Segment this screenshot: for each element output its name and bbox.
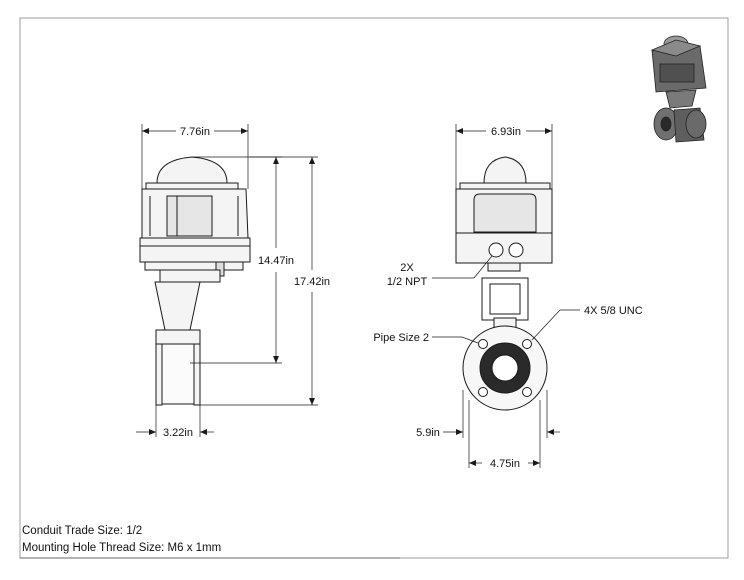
conduit-port-1 [488, 242, 504, 258]
bolt-hole-3 [478, 387, 488, 397]
drawing-border [19, 17, 729, 559]
note-conduit: Conduit Trade Size: 1/2 [22, 525, 143, 537]
dim-left-bottom-width: 3.22in [163, 427, 193, 439]
indicator-dome [156, 156, 228, 184]
valve-neck [155, 329, 201, 345]
actuator-base [139, 237, 251, 263]
callout-conduit-spec: 1/2 NPT [387, 276, 428, 288]
bolt-hole-2 [522, 339, 532, 349]
valve-flange-right [193, 343, 201, 406]
actuator-cover-rim [145, 182, 239, 190]
conduit-port-2 [508, 242, 524, 258]
dim-left-height-inner: 14.47in [258, 255, 294, 267]
dim-left-height-total: 17.42in [294, 276, 330, 288]
dim-left-width: 7.76in [180, 126, 210, 138]
front-view-arrows [456, 128, 554, 466]
callout-conduit-qty: 2X [400, 262, 414, 274]
front-view-dimensions [432, 124, 580, 468]
output-shaft [487, 262, 521, 272]
callout-bolt-spec: 4X 5/8 UNC [584, 305, 643, 317]
valve-bore [491, 354, 519, 382]
valve-body-side [161, 343, 195, 405]
indicator-dome-front [483, 156, 527, 184]
valve-flange-left [155, 343, 163, 406]
callout-pipe-size: Pipe Size 2 [373, 332, 429, 344]
housing-panel-front [473, 193, 537, 233]
front-view [455, 156, 553, 411]
bolt-hole-1 [478, 339, 488, 349]
bolt-hole-4 [522, 387, 532, 397]
side-view [139, 156, 251, 406]
cover-rim-front [459, 182, 551, 190]
dim-right-flange-outer: 5.9in [416, 427, 440, 439]
coupling-bracket [159, 269, 221, 283]
housing-panel [166, 195, 213, 237]
isometric-preview [650, 35, 707, 143]
mounting-bracket [481, 277, 529, 321]
side-view-dimensions [136, 124, 318, 437]
note-mounting: Mounting Hole Thread Size: M6 x 1mm [22, 542, 222, 554]
side-view-arrows [142, 128, 315, 435]
mounting-plate [144, 261, 244, 271]
dim-right-width: 6.93in [491, 126, 521, 138]
dim-right-bolt-circle: 4.75in [490, 458, 520, 470]
actuator-base-front [455, 232, 553, 264]
stem-adapter [154, 281, 201, 331]
drawing-notes: Conduit Trade Size: 1/2 Mounting Hole Th… [22, 523, 221, 557]
